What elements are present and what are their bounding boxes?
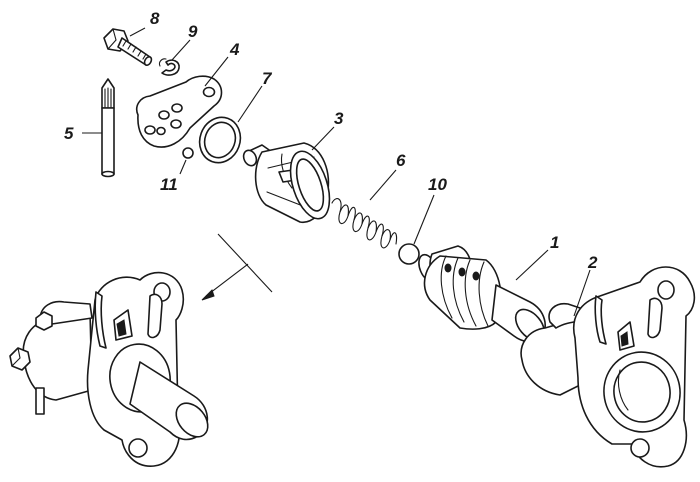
part-10-ball [398, 243, 420, 265]
callout-6: 6 [396, 151, 406, 170]
leader-lines [82, 27, 591, 317]
callout-4: 4 [229, 40, 240, 59]
part-7-o-ring [198, 116, 242, 164]
part-8-bolt [103, 28, 153, 66]
callout-7: 7 [262, 69, 273, 88]
part-2-body [520, 266, 696, 468]
callout-9: 9 [188, 22, 198, 41]
assembled-unit [9, 271, 209, 467]
callout-1: 1 [550, 233, 559, 252]
part-9-washer [158, 58, 180, 76]
callout-11: 11 [160, 175, 178, 194]
callout-5: 5 [64, 124, 74, 143]
part-3-sleeve [242, 142, 331, 223]
callout-3: 3 [334, 109, 344, 128]
callout-8: 8 [150, 9, 160, 28]
part-1-plunger [418, 245, 546, 343]
part-6-spring [331, 198, 398, 249]
callout-labels: 8 9 4 5 7 11 3 6 10 1 2 [64, 9, 598, 272]
assembly-arrow [201, 233, 273, 301]
part-4-flange-plate [135, 75, 223, 148]
callout-2: 2 [587, 253, 598, 272]
part-11-small-ball [182, 147, 194, 159]
callout-10: 10 [428, 175, 447, 194]
part-5-pin [101, 78, 115, 178]
